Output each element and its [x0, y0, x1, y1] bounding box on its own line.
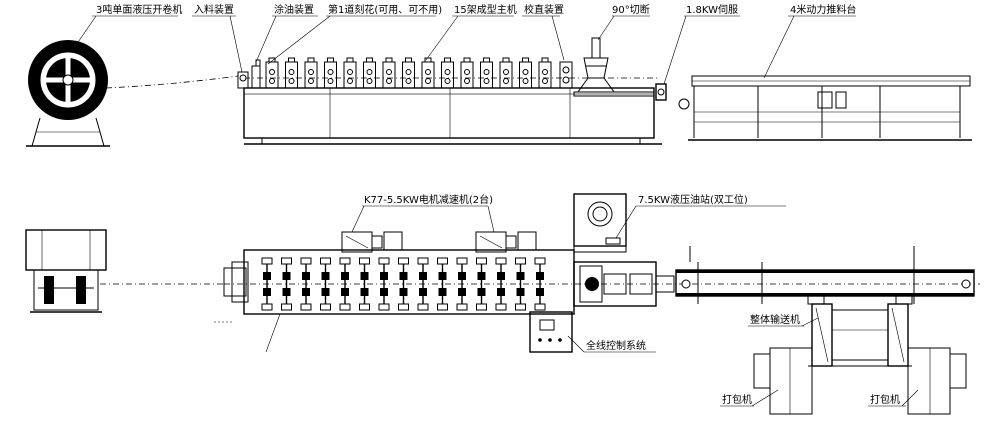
forming-stand [402, 57, 415, 89]
strip-line-top [105, 75, 239, 89]
leader-lines-bottom [265, 205, 919, 407]
feeding-device [237, 71, 249, 89]
conveyor-unit [807, 295, 913, 367]
forming-stand [285, 57, 298, 89]
plan-view [25, 193, 980, 415]
straightener [559, 61, 573, 89]
forming-stand-plan [339, 257, 351, 311]
forming-stand [519, 57, 532, 89]
label-straightener: 校直装置 [524, 3, 564, 16]
forming-stand-plan [398, 257, 409, 311]
forming-stand [480, 57, 493, 89]
label-packer-left: 打包机 [722, 393, 752, 406]
forming-stands-plan [261, 257, 546, 311]
forming-stand-plan [378, 257, 390, 311]
packer-right-unit [907, 347, 967, 415]
push-table-plan [675, 246, 975, 304]
label-reducer: K77-5.5KW电机减速机(2台) [364, 193, 493, 206]
label-conveyor: 整体输送机 [750, 313, 800, 326]
forming-stand [460, 57, 474, 89]
decoiler [26, 40, 110, 147]
forming-stand-plan [320, 257, 331, 311]
label-oiling: 涂油装置 [274, 3, 314, 16]
elevation-view [26, 15, 972, 147]
forming-stand [441, 57, 454, 89]
oiling-device [251, 59, 261, 89]
forming-stand-plan [534, 257, 546, 311]
forming-stand-plan [476, 257, 487, 311]
forming-stand [324, 57, 337, 89]
forming-stand-plan [300, 257, 312, 311]
labels: 3吨单面液压开卷机 入料装置 涂油装置 第1道刻花(可用、可不用) 15架成型主… [96, 3, 900, 406]
forming-stand [421, 57, 435, 89]
forming-stand-plan [359, 257, 370, 311]
cutting-unit [573, 37, 655, 97]
label-cutting: 90°切断 [612, 3, 650, 16]
forming-stand [499, 57, 513, 89]
cutting-plan [573, 261, 675, 307]
label-main-machine: 15架成型主机 [454, 3, 517, 16]
forming-stand-plan [261, 257, 273, 311]
label-hydraulic: 7.5KW液压油站(双工位) [638, 193, 748, 206]
forming-stand-plan [495, 257, 507, 311]
leader-lines-top [73, 15, 856, 85]
forming-stand-plan [515, 257, 526, 311]
forming-stand [363, 57, 376, 89]
label-decoiler: 3吨单面液压开卷机 [96, 3, 182, 16]
forming-stand-plan [281, 257, 292, 311]
forming-stands-top [265, 57, 552, 89]
label-packer-right: 打包机 [870, 393, 900, 406]
forming-stand [538, 57, 552, 89]
label-first-punch: 第1道刻花(可用、可不用) [328, 3, 442, 16]
push-table-top [678, 75, 972, 141]
forming-stand [304, 57, 318, 89]
reducer-left [341, 231, 403, 253]
label-push-table: 4米动力推料台 [790, 3, 856, 16]
forming-stand-plan [417, 257, 429, 311]
hydraulic-station [573, 193, 627, 253]
packer-left-unit [753, 347, 813, 415]
forming-stand [343, 57, 357, 89]
reducer-right [475, 231, 537, 253]
forming-stand-plan [456, 257, 468, 311]
servo-unit [655, 83, 667, 101]
label-feeding: 入料装置 [194, 3, 234, 16]
forming-stand [265, 57, 279, 89]
control-cabinet [529, 311, 573, 353]
label-servo: 1.8KW伺服 [686, 3, 738, 16]
label-control: 全线控制系统 [586, 339, 646, 352]
forming-stand-plan [437, 257, 448, 311]
decoiler-plan [25, 229, 107, 313]
forming-stand [382, 57, 396, 89]
